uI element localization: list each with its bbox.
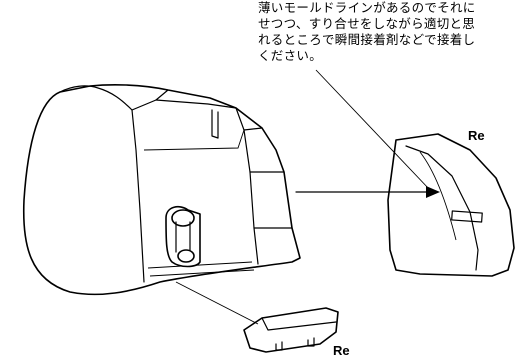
- instruction-line-1: 薄いモールドラインがあるのでそれに: [258, 0, 476, 15]
- instruction-line-3: れるところで瞬間接着剤などで接着し: [258, 32, 476, 47]
- bottom-part-label: Re: [333, 343, 350, 358]
- instruction-line-2: せつつ、すり合せをしながら適切と思: [258, 16, 476, 31]
- front-lower-edge: [253, 227, 259, 265]
- bottom-part-notches: [275, 337, 315, 351]
- top-ridge-step: [155, 99, 237, 109]
- instruction-line-4: ください。: [258, 48, 323, 63]
- side-panel-inner-line: [143, 129, 245, 151]
- right-part-outline: [387, 133, 515, 277]
- front-step-middle: [243, 129, 285, 173]
- mold-line: [419, 151, 457, 241]
- note-leader-line: [315, 69, 431, 191]
- assembly-arrow-head: [426, 186, 440, 198]
- main-body-outline: [22, 84, 301, 296]
- side-face-front-edge: [131, 109, 145, 283]
- bottom-part: [243, 307, 339, 353]
- main-body-part: [22, 84, 301, 296]
- right-part-inner-face: [405, 145, 479, 271]
- post-top-ellipse: [171, 209, 195, 227]
- side-post: [165, 205, 201, 268]
- right-part-label: Re: [468, 128, 485, 143]
- right-part-slot: [451, 210, 483, 223]
- post-bottom-ellipse: [177, 249, 195, 263]
- bottom-part-leader-line: [175, 281, 259, 325]
- top-notch: [211, 109, 219, 139]
- leader-lines: [175, 69, 440, 325]
- post-cylinder-sides: [175, 221, 191, 253]
- bottom-part-top-face: [261, 317, 337, 331]
- side-panel-lower-line: [147, 261, 253, 269]
- back-hump-line: [59, 85, 133, 111]
- bottom-part-outline: [243, 307, 339, 353]
- right-part: [387, 133, 515, 277]
- bottom-trim-line: [149, 269, 255, 277]
